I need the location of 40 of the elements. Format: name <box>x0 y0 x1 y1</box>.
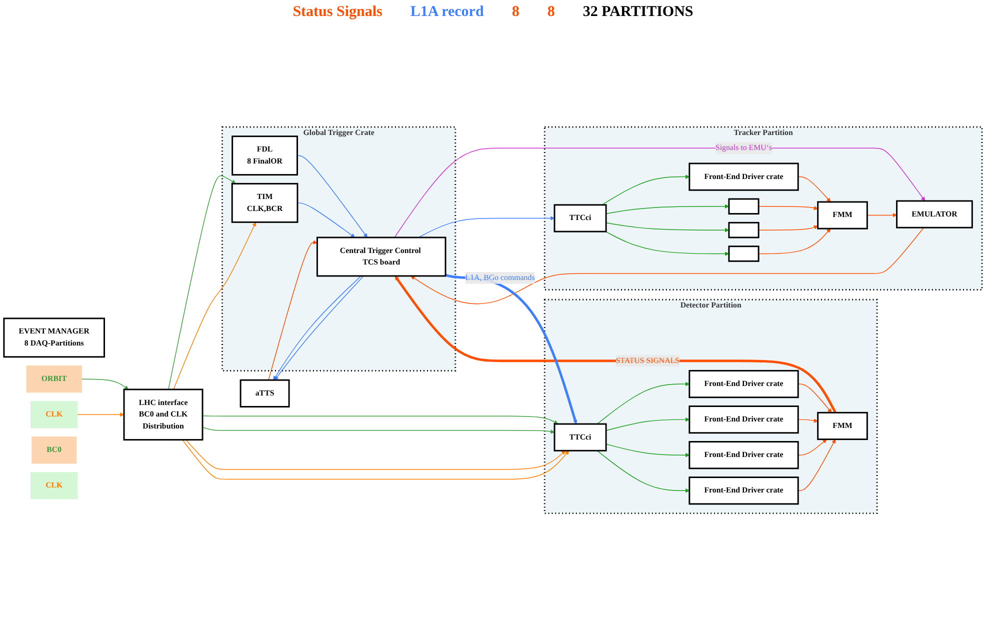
arrow <box>758 206 818 210</box>
arrow <box>596 450 690 493</box>
arrow <box>185 439 566 470</box>
arrow <box>602 174 690 206</box>
annotation-text: L1A record <box>410 4 484 21</box>
arrow <box>81 378 129 390</box>
arrow <box>418 216 555 238</box>
arrow <box>296 155 368 238</box>
arrow <box>605 231 730 256</box>
arrow <box>866 212 897 218</box>
arrow <box>410 227 924 304</box>
arrow <box>606 204 730 214</box>
node-box <box>728 222 760 238</box>
arrow <box>606 417 690 431</box>
arrow <box>268 240 318 380</box>
arrow <box>182 439 570 480</box>
annotation-text: 8 <box>512 4 520 21</box>
arrow <box>798 418 818 423</box>
arrow <box>758 228 831 254</box>
annotation-text: 32 PARTITIONS <box>582 4 694 21</box>
arrow <box>758 225 818 230</box>
arrow <box>202 415 558 424</box>
arrow <box>798 384 832 413</box>
node-box <box>728 245 760 262</box>
arrow <box>798 438 827 456</box>
arrow <box>173 222 256 390</box>
annotation-text: 8 <box>547 4 555 21</box>
arrow <box>394 276 837 414</box>
arrow <box>168 175 236 390</box>
arrow <box>798 438 836 491</box>
arrow <box>606 222 730 232</box>
node-box <box>728 198 760 214</box>
arrow <box>77 412 124 417</box>
arrow <box>202 426 555 434</box>
annotation-text: Status Signals <box>292 4 382 21</box>
arrow <box>798 176 831 202</box>
arrow <box>596 382 690 424</box>
arrow <box>297 202 356 238</box>
arrow <box>394 148 926 238</box>
arrow <box>606 444 690 458</box>
